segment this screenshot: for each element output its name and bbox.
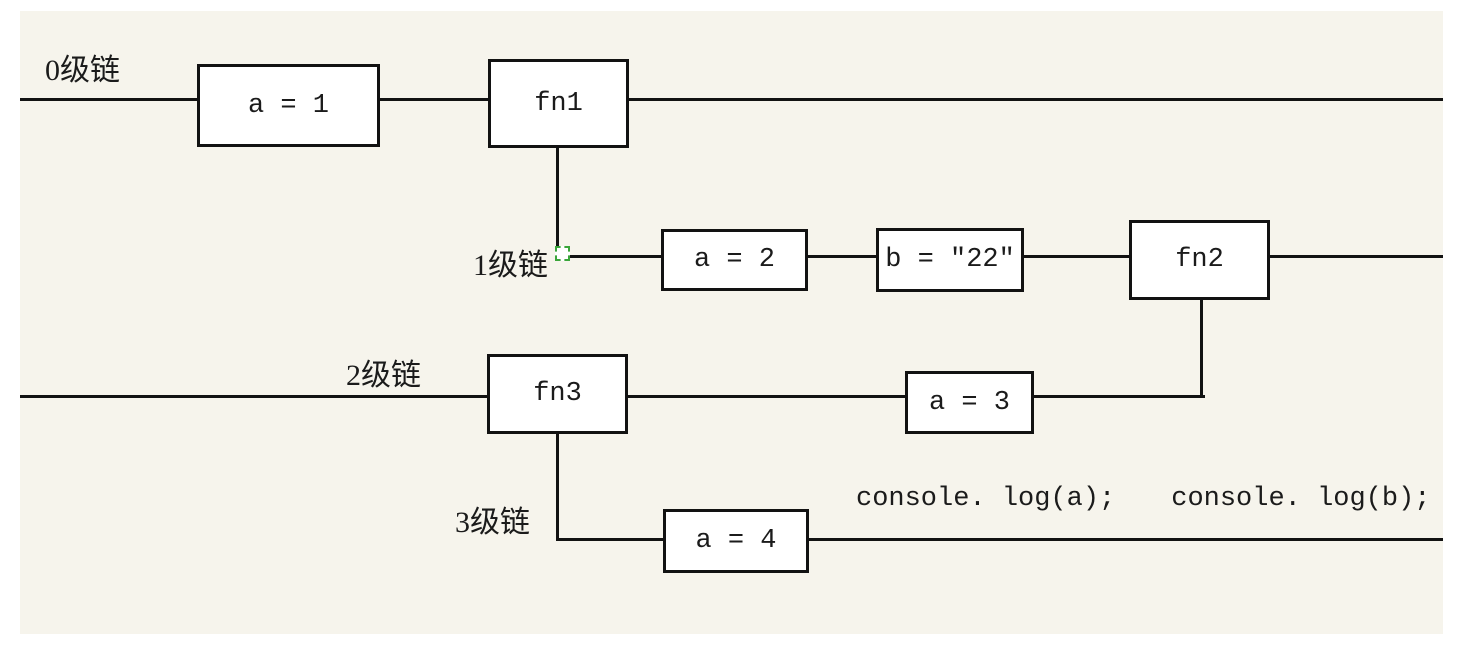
chain-label-0: 0级链: [45, 54, 120, 87]
code-statement-log-b: console. log(b);: [1171, 484, 1431, 514]
chain-label-2: 2级链: [346, 359, 421, 392]
code-statement-log-a: console. log(a);: [856, 484, 1116, 514]
chain-3-line: [558, 538, 1443, 541]
chain-label-1: 1级链: [473, 249, 548, 282]
node-b22[interactable]: b = ″22″: [876, 228, 1024, 292]
node-a3[interactable]: a = 3: [905, 371, 1034, 434]
chain-label-3: 3级链: [455, 506, 530, 539]
connector-fn1-to-chain-1: [556, 146, 559, 258]
chain-0-line: [20, 98, 1443, 101]
connector-fn2-to-chain-2: [1200, 298, 1203, 398]
node-a1[interactable]: a = 1: [197, 64, 380, 147]
node-fn1[interactable]: fn1: [488, 59, 629, 148]
node-fn3[interactable]: fn3: [487, 354, 628, 434]
connector-fn3-to-chain-3: [556, 432, 559, 541]
code-line: console. log(a); console. log(b);: [856, 484, 1431, 514]
node-a4[interactable]: a = 4: [663, 509, 809, 573]
node-a2[interactable]: a = 2: [661, 229, 808, 291]
node-fn2[interactable]: fn2: [1129, 220, 1270, 300]
selection-handle[interactable]: [555, 246, 570, 261]
